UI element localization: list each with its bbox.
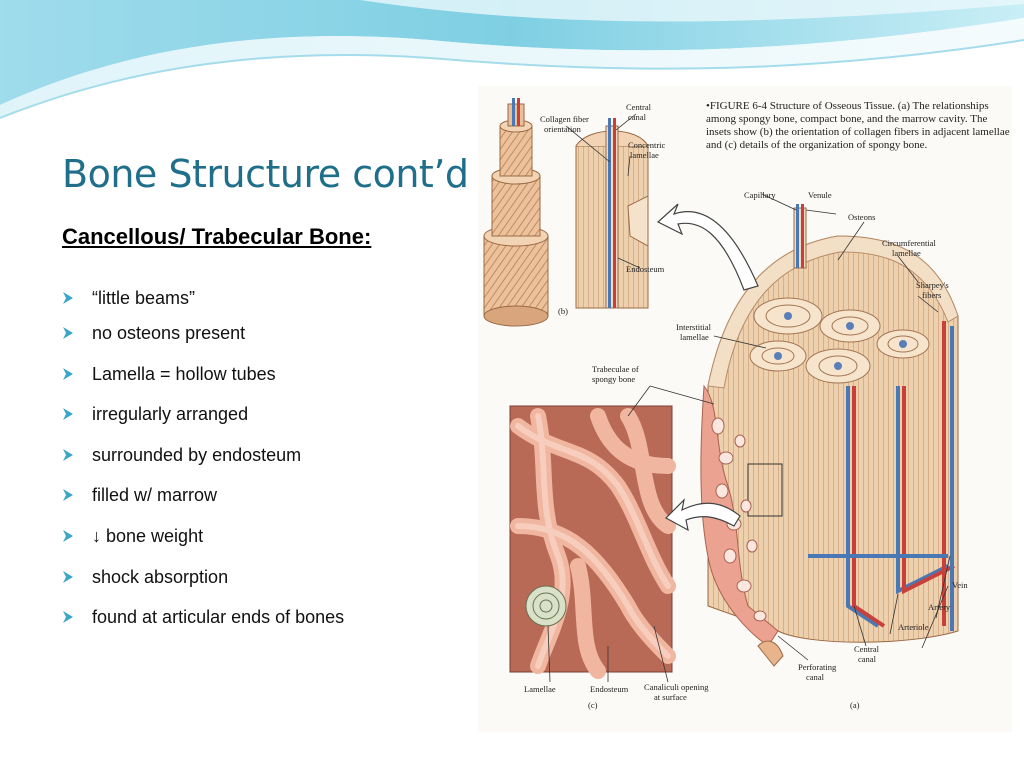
label-arteriole: Arteriole	[898, 622, 929, 632]
figure-caption-line: and (c) details of the organization of s…	[706, 139, 928, 151]
bullet-text: Lamella = hollow tubes	[92, 364, 276, 384]
label-canal-3: canal	[806, 672, 825, 682]
osteon-column-inset	[575, 118, 649, 309]
label-endosteum: Endosteum	[626, 264, 665, 274]
arrow-bullet-icon	[63, 489, 73, 501]
label-a: (a)	[850, 700, 860, 710]
figure-caption-line: among spongy bone, compact bone, and the…	[706, 113, 987, 125]
bullet-text: found at articular ends of bones	[92, 607, 345, 627]
bullet-text: “little beams”	[92, 288, 196, 308]
label-circumferential: Circumferential	[882, 238, 936, 248]
arrow-bullet-icon	[63, 530, 73, 542]
label-collagen-fiber: Collagen fiber	[540, 114, 589, 124]
bullet-text: no osteons present	[92, 323, 246, 343]
arrow-bullet-icon	[63, 449, 73, 461]
label-capillary: Capillary	[744, 190, 776, 200]
label-trabeculae-of: Trabeculae of	[592, 364, 639, 374]
label-lamellae-3: lamellae	[680, 332, 709, 342]
slide-title: Bone Structure cont’d	[62, 152, 469, 196]
figure-caption-line: insets show (b) the orientation of colla…	[706, 126, 1010, 138]
label-concentric: Concentric	[628, 140, 666, 150]
label-central: Central	[626, 102, 652, 112]
label-artery: Artery	[928, 602, 951, 612]
arrow-bullet-icon	[63, 327, 73, 339]
label-lamellae: lamellae	[630, 150, 659, 160]
bone-structure-figure: •FIGURE 6-4 Structure of Osseous Tissue.…	[478, 86, 1012, 732]
label-lamellae-2: lamellae	[892, 248, 921, 258]
leader-lines	[547, 113, 951, 683]
label-orientation: orientation	[544, 124, 582, 134]
arrow-bullet-icon	[63, 292, 73, 304]
label-lamellae-4: Lamellae	[524, 684, 556, 694]
spongy-bone-region	[700, 384, 784, 667]
arrow-bullet-icon	[63, 408, 73, 420]
inset-arrow	[656, 203, 759, 532]
bullet-text: ↓ bone weight	[92, 526, 204, 546]
label-osteons: Osteons	[848, 212, 875, 222]
label-at-surface: at surface	[654, 692, 687, 702]
slide-subtitle: Cancellous/ Trabecular Bone:	[62, 224, 372, 249]
label-c: (c)	[588, 700, 598, 710]
spongy-bone-detail-inset	[509, 405, 676, 679]
label-canaliculi: Canaliculi opening	[644, 682, 709, 692]
label-perforating: Perforating	[798, 662, 837, 672]
label-venule: Venule	[808, 190, 832, 200]
header-wave	[0, 0, 1024, 119]
label-vein: Vein	[952, 580, 968, 590]
label-endosteum-2: Endosteum	[590, 684, 629, 694]
bullet-text: irregularly arranged	[92, 404, 249, 424]
arrow-bullet-icon	[63, 611, 73, 623]
label-central-2: Central	[854, 644, 880, 654]
figure-caption-line: •FIGURE 6-4 Structure of Osseous Tissue.…	[706, 100, 989, 112]
arrow-bullet-icon	[63, 571, 73, 583]
label-fibers: fibers	[922, 290, 941, 300]
label-spongy-bone: spongy bone	[592, 374, 635, 384]
label-canal-2: canal	[858, 654, 877, 664]
bullet-text: surrounded by endosteum	[92, 445, 302, 465]
compact-bone-block	[707, 204, 959, 643]
bullet-text: filled w/ marrow	[92, 485, 218, 505]
label-b: (b)	[558, 306, 568, 316]
bullet-text: shock absorption	[92, 567, 229, 587]
arrow-bullet-icon	[63, 368, 73, 380]
label-sharpeys: Sharpey's	[916, 280, 949, 290]
svg-text:•FIGURE 6-4 Structure of Osse: •FIGURE 6-4 Structure of Osseous Tissue.…	[706, 100, 1012, 151]
label-canal: canal	[628, 112, 647, 122]
label-interstitial: Interstitial	[676, 322, 712, 332]
collagen-fiber-inset	[483, 98, 549, 327]
